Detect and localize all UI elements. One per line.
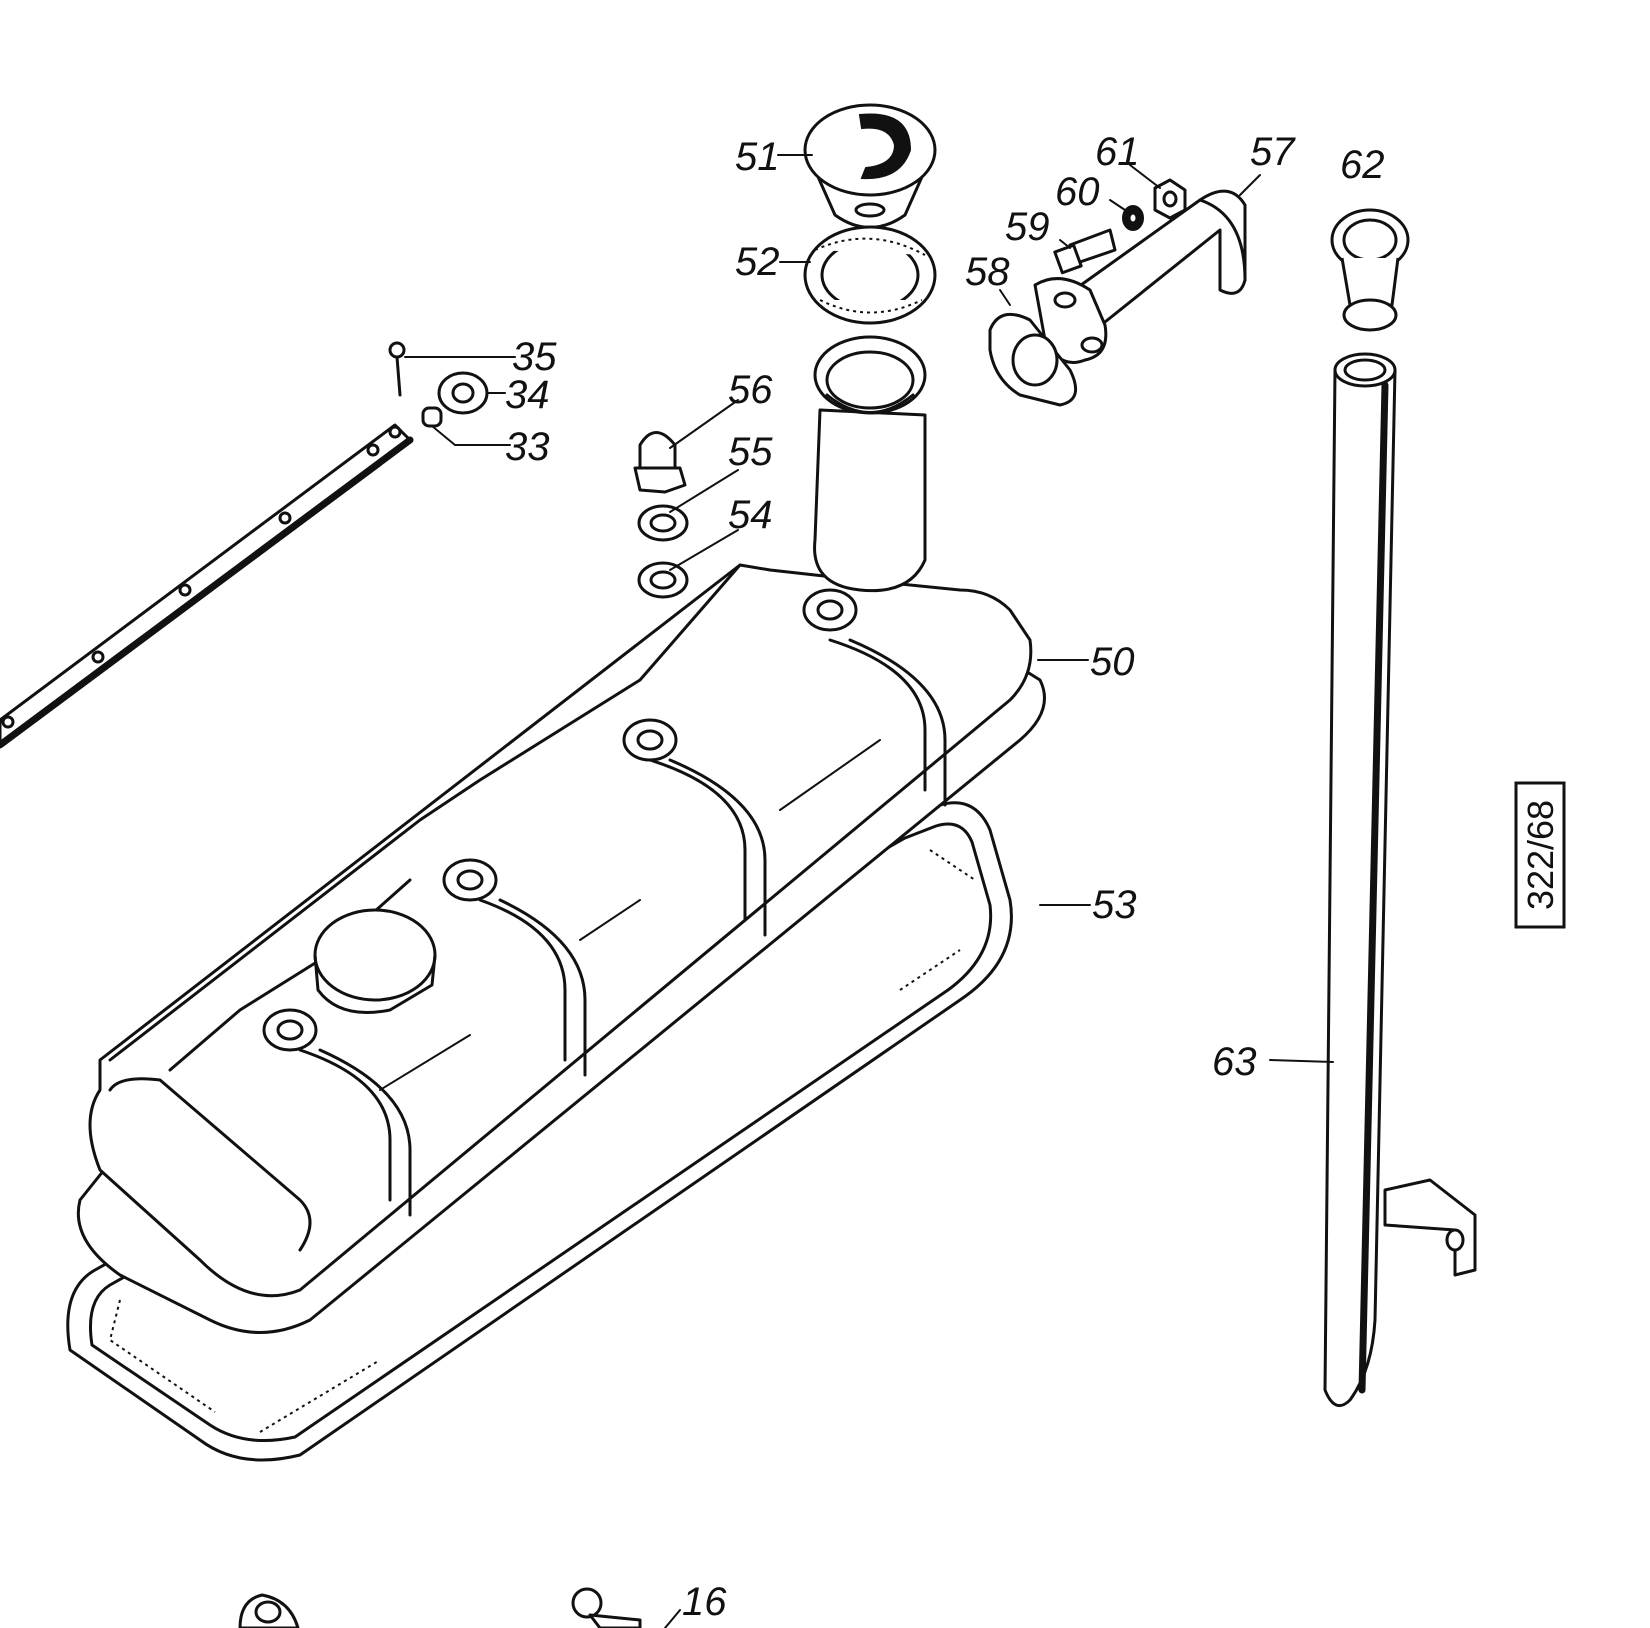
valve-cover-50 <box>76 335 1046 1334</box>
callout-55: 55 <box>728 430 773 474</box>
callout-54: 54 <box>728 493 773 537</box>
washer-34 <box>437 371 489 415</box>
callout-50: 50 <box>1090 640 1135 684</box>
callout-63: 63 <box>1212 1040 1257 1084</box>
callout-34: 34 <box>505 373 550 417</box>
breather-pipe-57 <box>1033 189 1247 364</box>
cap-seal-52 <box>803 225 937 325</box>
filler-cap-51 <box>803 103 937 229</box>
flange-gasket-58 <box>988 312 1078 407</box>
callout-33: 33 <box>505 425 550 469</box>
partial-fitting-bottom-left <box>238 1593 300 1628</box>
washer-55 <box>637 504 689 542</box>
acorn-nut-56 <box>633 431 687 494</box>
bolt-59 <box>1053 228 1117 275</box>
callout-56: 56 <box>728 368 773 412</box>
split-pin-35 <box>388 341 406 397</box>
reference-box: 322/68 <box>1514 781 1566 929</box>
pin-33 <box>421 406 443 428</box>
guide-tube-63 <box>1323 352 1477 1408</box>
washer-54 <box>637 561 689 599</box>
tube-cap-62 <box>1330 208 1410 332</box>
callout-62: 62 <box>1340 143 1385 187</box>
nut-61 <box>1153 178 1187 220</box>
fitting-16 <box>571 1587 642 1628</box>
callout-16: 16 <box>682 1580 727 1624</box>
callout-60: 60 <box>1055 170 1100 214</box>
callout-59: 59 <box>1005 205 1050 249</box>
callout-61: 61 <box>1095 130 1140 174</box>
rocker-rail <box>0 423 414 749</box>
callout-58: 58 <box>965 250 1010 294</box>
leader-lines <box>404 154 1334 1628</box>
callout-52: 52 <box>735 240 780 284</box>
callout-53: 53 <box>1092 883 1137 927</box>
callout-35: 35 <box>512 335 557 379</box>
callout-57: 57 <box>1250 130 1296 174</box>
reference-number: 322/68 <box>1520 800 1561 910</box>
callout-51: 51 <box>735 135 780 179</box>
callout-labels: 51 52 61 60 57 62 59 58 35 34 33 56 55 5… <box>505 130 1385 1624</box>
